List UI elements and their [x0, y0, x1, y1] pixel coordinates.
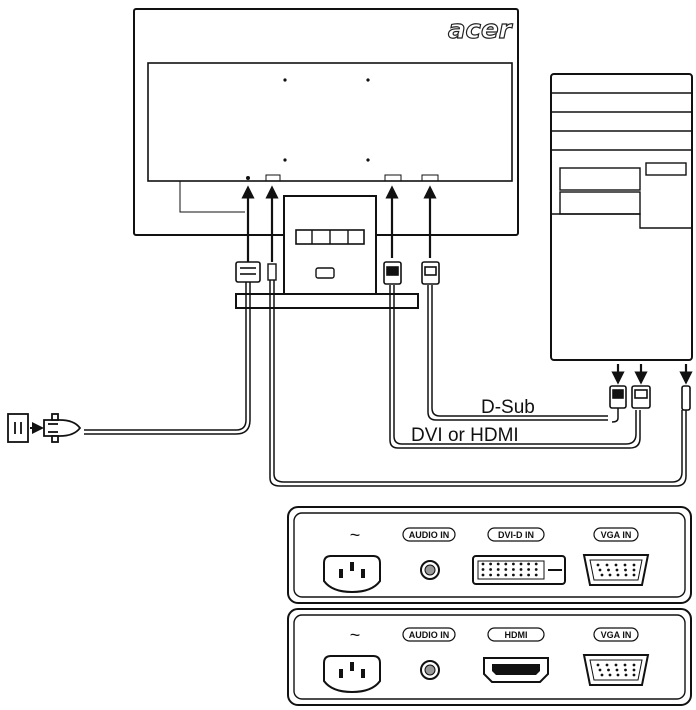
vga-pin — [607, 568, 610, 572]
cable-lines — [84, 280, 687, 487]
vga-pin — [616, 573, 620, 577]
power-socket-icon — [323, 555, 381, 594]
power-plug-icon — [43, 413, 82, 443]
vga-pin — [616, 673, 620, 677]
power-socket-icon — [323, 655, 381, 694]
vga-pin — [608, 573, 612, 577]
vga-in-label: VGA IN — [601, 630, 632, 640]
dvi-pin — [534, 568, 538, 571]
vga-pin — [598, 668, 602, 672]
dvi-hdmi-label: DVI or HDMI — [411, 425, 519, 446]
dvi-pin — [534, 573, 538, 577]
dvi-pin — [481, 568, 485, 571]
pc-tower-icon — [550, 73, 693, 361]
dvi-pin — [527, 562, 530, 566]
vga-pin — [624, 573, 628, 577]
dvi-pin — [481, 562, 485, 566]
dvi-pin — [512, 562, 515, 566]
arrow-up-icon — [241, 185, 437, 262]
dvi-pin — [496, 573, 500, 577]
dvi-pin — [527, 573, 530, 577]
dvi-pin — [496, 562, 500, 566]
port-panel-dvi: ~ AUDIO IN DVI-D IN VGA IN — [287, 506, 692, 604]
port-pins — [481, 562, 636, 677]
vga-pin — [615, 568, 619, 572]
vga-connector — [421, 261, 440, 285]
vga-pin — [632, 568, 636, 572]
vga-pin — [598, 568, 602, 572]
pc-connectors — [609, 385, 691, 411]
audio-connector — [267, 263, 277, 281]
dvi-pin — [489, 568, 492, 571]
dvi-pin — [504, 568, 508, 571]
dvi-port-icon — [472, 555, 566, 585]
audio-in-label: AUDIO IN — [409, 630, 450, 640]
vga-in-label: VGA IN — [601, 530, 632, 540]
vga-pin — [632, 668, 636, 672]
vga-pin — [623, 663, 627, 667]
dvi-pin — [481, 573, 485, 577]
vga-pin — [632, 663, 636, 667]
vga-pin — [600, 573, 604, 577]
brand-logo: acer — [448, 15, 514, 45]
power-symbol: ~ — [350, 625, 361, 645]
hdmi-label: HDMI — [505, 630, 528, 640]
vga-pin — [624, 568, 627, 572]
dvi-pin — [489, 573, 492, 577]
vga-pin — [605, 663, 609, 667]
vga-pin — [605, 563, 609, 567]
dvi-d-in-label: DVI-D IN — [498, 530, 534, 540]
dvi-connector — [383, 261, 402, 285]
dsub-label: D-Sub — [481, 397, 535, 418]
dvi-pin — [519, 573, 523, 577]
vga-pin — [623, 563, 627, 567]
audio-in-label: AUDIO IN — [409, 530, 450, 540]
vga-pin — [614, 663, 618, 667]
vga-pin — [624, 668, 627, 672]
vga-pin — [632, 573, 636, 577]
vga-pin — [614, 563, 618, 567]
dvi-pin — [534, 562, 538, 566]
vga-pin — [607, 668, 610, 672]
power-symbol: ~ — [350, 525, 361, 545]
monitor-icon — [133, 8, 519, 309]
dvi-pin — [519, 562, 523, 566]
vga-pin — [624, 673, 628, 677]
power-connector — [235, 261, 261, 283]
dvi-pin — [512, 573, 515, 577]
vga-pin — [596, 563, 600, 567]
vga-pin — [632, 673, 636, 677]
vga-pin — [596, 663, 600, 667]
arrow-down-icon — [611, 364, 693, 385]
port-panel-hdmi: ~ AUDIO IN HDMI VGA IN — [287, 608, 692, 706]
dvi-pin — [527, 568, 530, 571]
hdmi-port-icon — [483, 657, 549, 683]
audio-jack-icon — [420, 560, 440, 580]
vga-pin — [615, 668, 619, 672]
vga-pin — [600, 673, 604, 677]
vga-pin — [608, 673, 612, 677]
dvi-pin — [512, 568, 515, 571]
dvi-pin — [496, 568, 500, 571]
dvi-pin — [504, 573, 508, 577]
audio-jack-icon — [420, 660, 440, 680]
dvi-pin — [519, 568, 523, 571]
dvi-pin — [504, 562, 508, 566]
vga-pin — [632, 563, 636, 567]
dvi-pin — [489, 562, 492, 566]
power-outlet-icon — [7, 413, 44, 443]
